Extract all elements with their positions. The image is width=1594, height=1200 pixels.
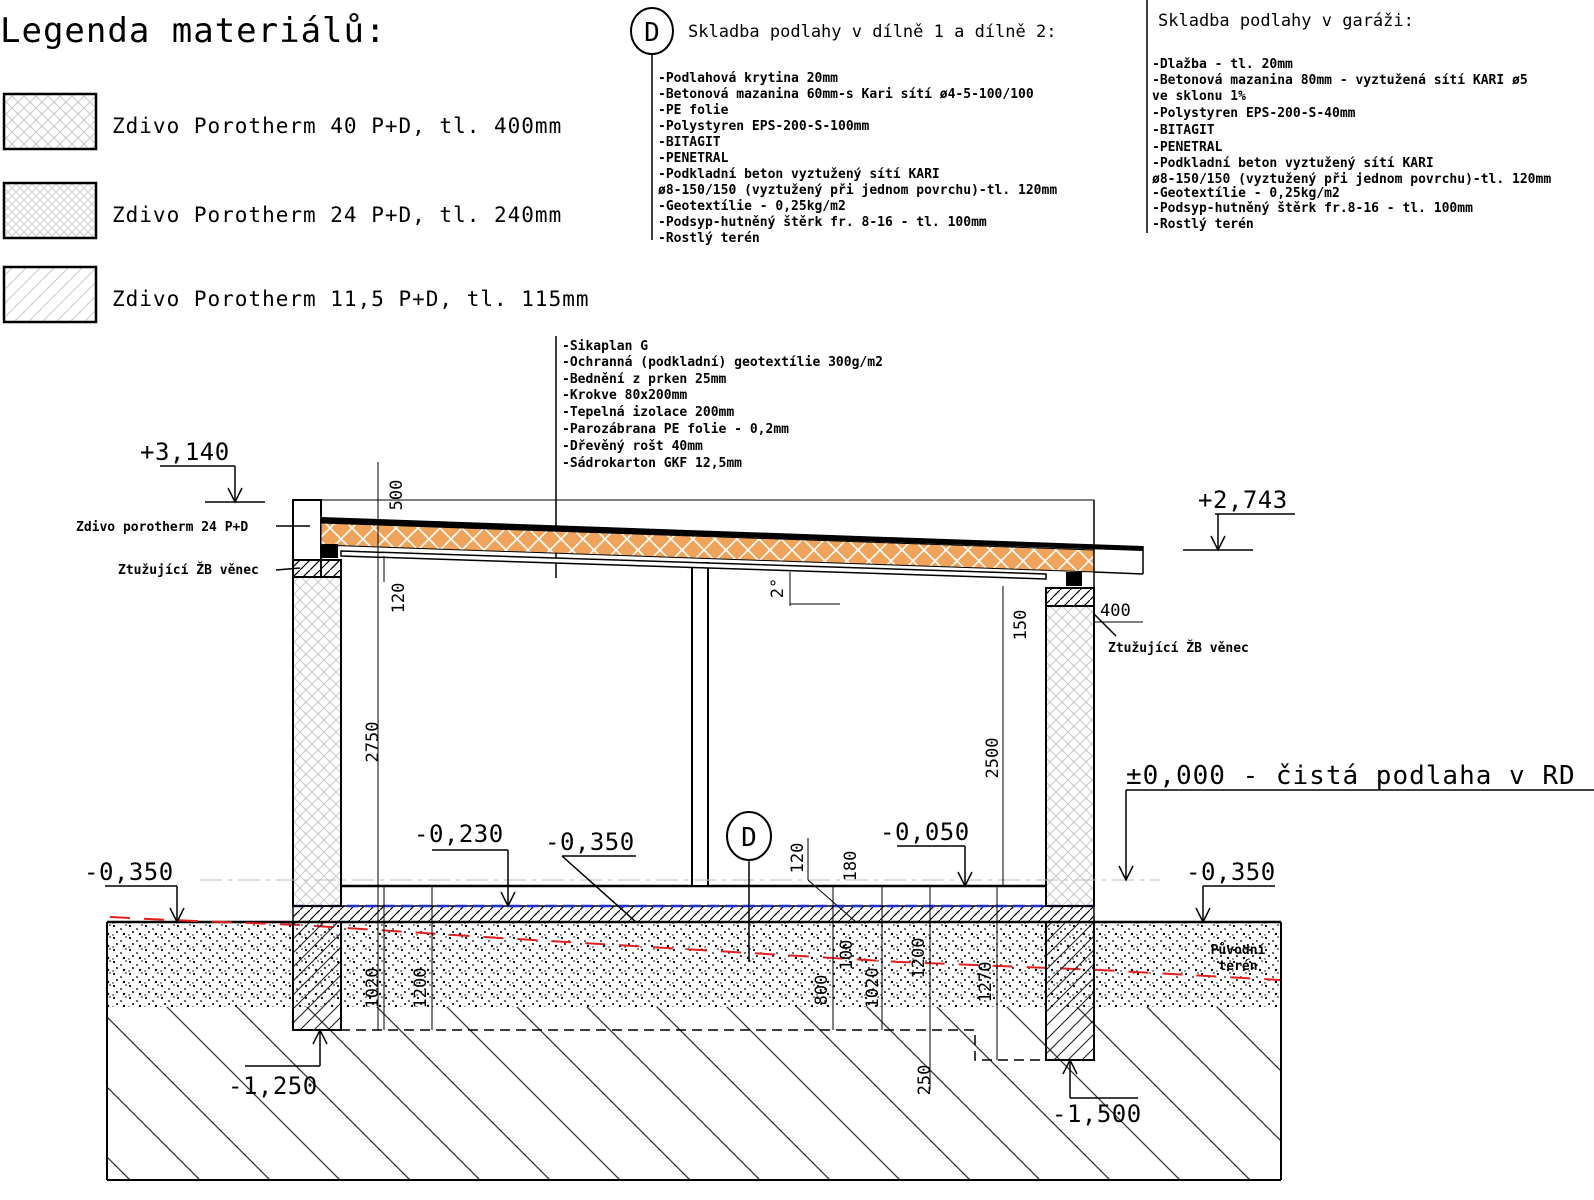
roof-layer: -Bednění z prken 25mm: [562, 372, 727, 387]
garage-floor-title: Skladba podlahy v garáži:: [1158, 11, 1414, 31]
workshop-layer: -Podlahová krytina 20mm: [658, 71, 838, 86]
dim-800: 800: [812, 975, 832, 1006]
legend-title: Legenda materiálů:: [0, 11, 386, 51]
dim-150: 150: [1011, 610, 1031, 641]
garage-layer: -Podkladní beton vyztužený sítí KARI: [1152, 156, 1434, 171]
wall-left: [292, 576, 342, 907]
roof-layer: -Ochranná (podkladní) geotextílie 300g/m…: [562, 355, 883, 370]
wall-right: [1045, 605, 1095, 907]
roof-layer: -Sádrokarton GKF 12,5mm: [562, 456, 742, 471]
elevation-floor-b: -0,350: [545, 828, 635, 856]
roof-layer: -Sikaplan G: [562, 339, 648, 354]
garage-layer: -BITAGIT: [1152, 123, 1215, 138]
workshop-layer: -Podsyp-hutněný štěrk fr. 8-16 - tl. 100…: [658, 215, 987, 230]
dim-120-floor: 120: [788, 843, 808, 874]
dim-1020-left: 1020: [363, 968, 383, 1009]
section-marker-d-label: D: [741, 823, 757, 853]
ring-beam-right: [1045, 587, 1095, 607]
original-terrain-label-2: terén: [1218, 959, 1257, 974]
dim-1200-mid: 1200: [909, 938, 929, 979]
elevation-footing-right: -1,500: [1052, 1100, 1142, 1128]
legend-swatch-400: [2, 92, 98, 151]
dim-500: 500: [387, 480, 407, 511]
legend-label-240: Zdivo Porotherm 24 P+D, tl. 240mm: [112, 203, 562, 227]
workshop-floor-title: Skladba podlahy v dílně 1 a dílně 2:: [688, 22, 1056, 42]
legend-label-115: Zdivo Porotherm 11,5 P+D, tl. 115mm: [112, 287, 590, 311]
workshop-layer: ø8-150/150 (vyztužený při jednom povrchu…: [658, 183, 1057, 198]
garage-layer: ø8-150/150 (vyztužený při jednom povrchu…: [1152, 172, 1551, 187]
clean-floor-label: ±0,000 - čistá podlaha v RD: [1126, 761, 1576, 791]
legend-label-400: Zdivo Porotherm 40 P+D, tl. 400mm: [112, 114, 562, 138]
dim-2750: 2750: [363, 722, 383, 763]
original-terrain-label-1: Původní: [1211, 943, 1266, 958]
ring-beam-left-label: Ztužující ŽB věnec: [118, 562, 259, 578]
ring-beam-left: [292, 559, 342, 578]
workshop-layer: -BITAGIT: [658, 135, 721, 150]
workshop-layer: -Betonová mazanina 60mm-s Kari sítí ø4-5…: [658, 87, 1034, 102]
elevation-top-right: +2,743: [1198, 486, 1288, 514]
workshop-floor-layers: -Podlahová krytina 20mm -Betonová mazani…: [658, 71, 1057, 246]
partition-wall: [691, 562, 709, 887]
roof-layer: -Dřevěný rošt 40mm: [562, 439, 703, 454]
footing-left: [292, 921, 342, 1031]
wall-left-label: Zdivo porotherm 24 P+D: [76, 520, 248, 535]
dim-1200-left: 1200: [411, 968, 431, 1009]
elevation-floor-a: -0,230: [414, 820, 504, 848]
garage-floor-layers: -Dlažba - tl. 20mm -Betonová mazanina 80…: [1152, 57, 1551, 232]
workshop-layer: -Rostlý terén: [658, 231, 760, 246]
dim-2500: 2500: [983, 738, 1003, 779]
legend-swatch-115: [2, 265, 98, 324]
garage-layer: ve sklonu 1%: [1152, 89, 1246, 104]
elevation-footing-left: -1,250: [228, 1072, 318, 1100]
dim-100: 100: [837, 940, 857, 971]
section-marker-d-top-label: D: [644, 18, 660, 48]
dim-250: 250: [915, 1065, 935, 1096]
roof-layer: -Parozábrana PE folie - 0,2mm: [562, 422, 789, 437]
dim-1020-mid: 1020: [863, 968, 883, 1009]
dim-180: 180: [841, 851, 861, 882]
ring-beam-right-label: Ztužující ŽB věnec: [1108, 640, 1249, 656]
soil: [106, 920, 1282, 1181]
elevation-floor-garage: -0,050: [880, 818, 970, 846]
elevation-top-left: +3,140: [140, 438, 230, 466]
dim-400: 400: [1100, 601, 1131, 621]
garage-layer: -Podsyp-hutněný štěrk fr.8-16 - tl. 100m…: [1152, 201, 1473, 216]
slope-label: 2°: [768, 578, 788, 598]
legend-swatch-240: [2, 181, 98, 240]
elevation-ground-right: -0,350: [1186, 858, 1276, 886]
garage-layer: -Polystyren EPS-200-S-40mm: [1152, 106, 1356, 121]
workshop-layer: -Polystyren EPS-200-S-100mm: [658, 119, 869, 134]
roof-layers: -Sikaplan G -Ochranná (podkladní) geotex…: [562, 339, 883, 471]
garage-layer: -Dlažba - tl. 20mm: [1152, 57, 1293, 72]
workshop-layer: -PENETRAL: [658, 151, 729, 166]
dim-1270: 1270: [976, 962, 996, 1003]
garage-layer: -Rostlý terén: [1152, 217, 1254, 232]
dim-120-top: 120: [389, 583, 409, 614]
foundation-outline: [340, 1029, 1048, 1061]
workshop-layer: -Geotextílie - 0,25kg/m2: [658, 199, 846, 214]
workshop-layer: -Podkladní beton vyztužený sítí KARI: [658, 167, 940, 182]
roof: [320, 499, 1144, 588]
elevation-ground-left: -0,350: [84, 858, 174, 886]
footing-right: [1045, 921, 1095, 1061]
garage-layer: -Geotextílie - 0,25kg/m2: [1152, 186, 1340, 201]
roof-layer: -Krokve 80x200mm: [562, 388, 687, 403]
roof-layer: -Tepelná izolace 200mm: [562, 405, 734, 420]
garage-layer: -PENETRAL: [1152, 140, 1223, 155]
garage-layer: -Betonová mazanina 80mm - vyztužená sítí…: [1152, 73, 1528, 88]
workshop-layer: -PE folie: [658, 103, 729, 118]
floor-slab: [292, 905, 1095, 923]
